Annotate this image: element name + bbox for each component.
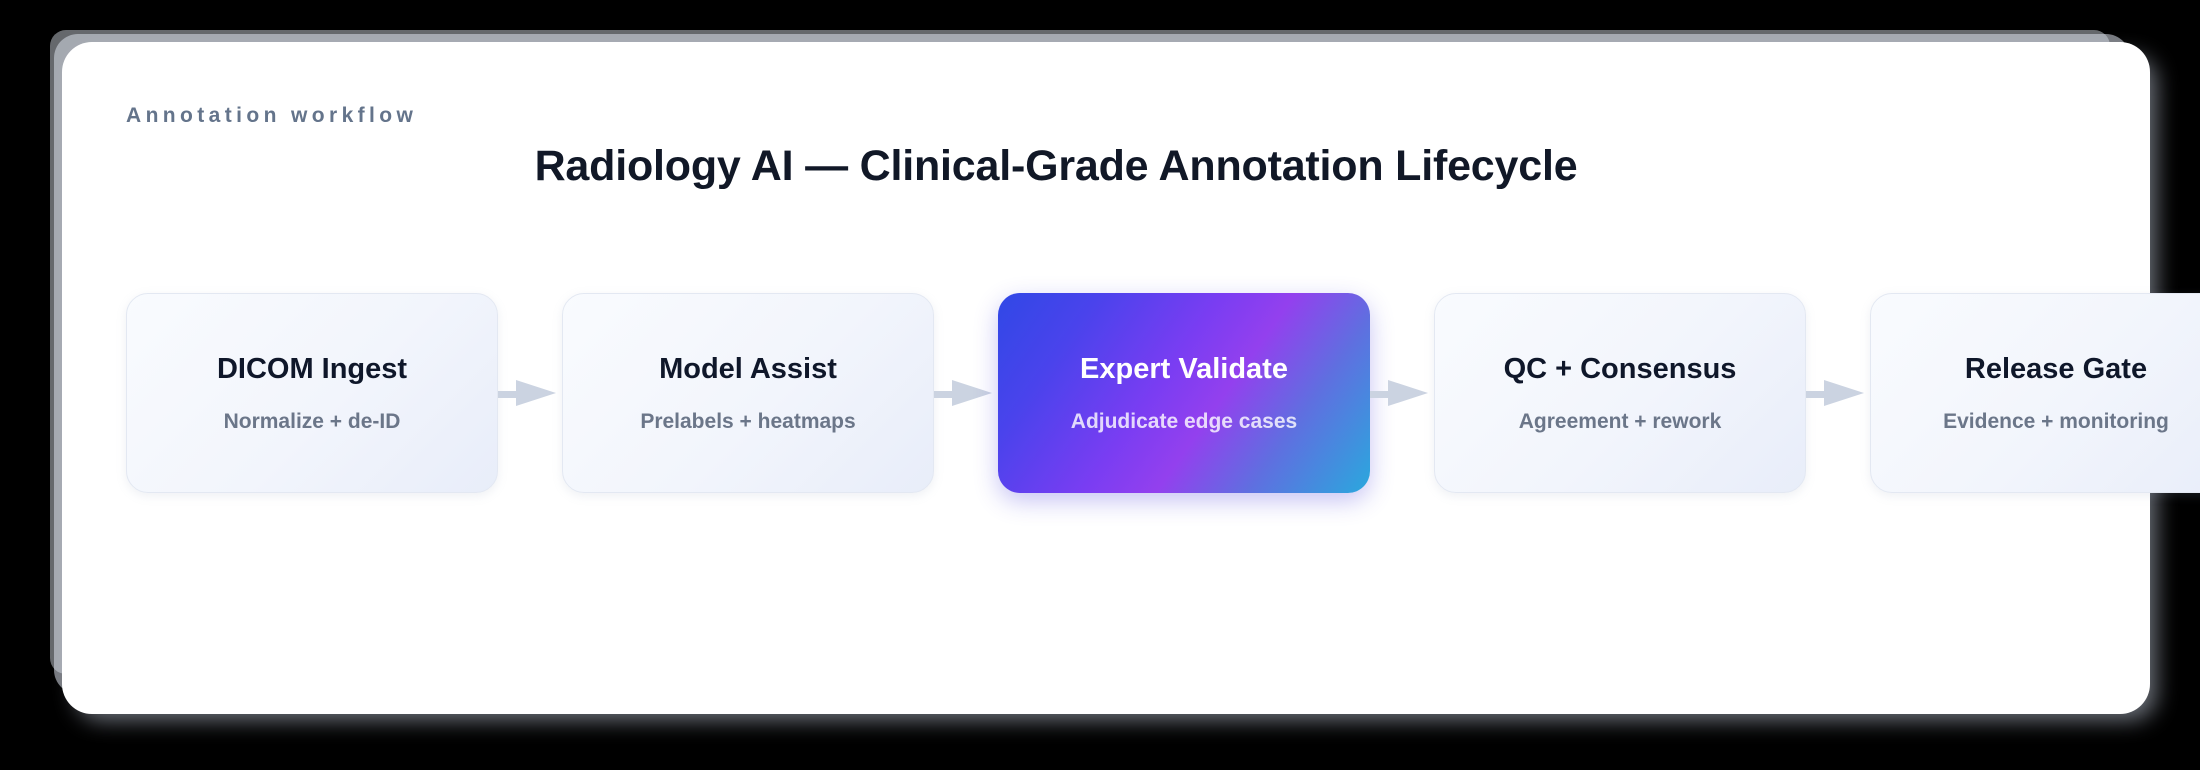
arrow-stem bbox=[498, 391, 524, 398]
workflow-step-title: Expert Validate bbox=[1080, 352, 1288, 385]
arrow-head bbox=[1824, 380, 1864, 406]
page-title-text: Radiology AI — Clinical-Grade Annotation… bbox=[534, 142, 1578, 190]
arrow-stem bbox=[934, 391, 960, 398]
arrow-right-icon bbox=[1370, 380, 1434, 406]
workflow-step-title: Model Assist bbox=[659, 352, 837, 385]
arrow-right-icon bbox=[498, 380, 562, 406]
workflow-step-subtitle: Evidence + monitoring bbox=[1943, 409, 2169, 433]
page-title: Radiology AI — Clinical-Grade Annotation… bbox=[62, 142, 2150, 191]
workflow-step-subtitle: Prelabels + heatmaps bbox=[640, 409, 856, 433]
arrow-stem bbox=[1806, 391, 1832, 398]
workflow-step-subtitle: Normalize + de-ID bbox=[223, 409, 401, 433]
arrow-stem bbox=[1370, 391, 1396, 398]
arrow-head bbox=[516, 380, 556, 406]
workflow-step-title: Release Gate bbox=[1964, 352, 2148, 385]
eyebrow-label: Annotation workflow bbox=[126, 104, 418, 127]
workflow-step-title: QC + Consensus bbox=[1503, 352, 1737, 385]
arrow-head bbox=[1388, 380, 1428, 406]
arrow-head bbox=[952, 380, 992, 406]
arrow-right-icon bbox=[1806, 380, 1870, 406]
workflow-step-title: DICOM Ingest bbox=[216, 352, 408, 385]
arrow-right-icon bbox=[934, 380, 998, 406]
workflow-step-subtitle: Agreement + rework bbox=[1518, 409, 1722, 433]
workflow-step-subtitle: Adjudicate edge cases bbox=[1070, 409, 1298, 433]
